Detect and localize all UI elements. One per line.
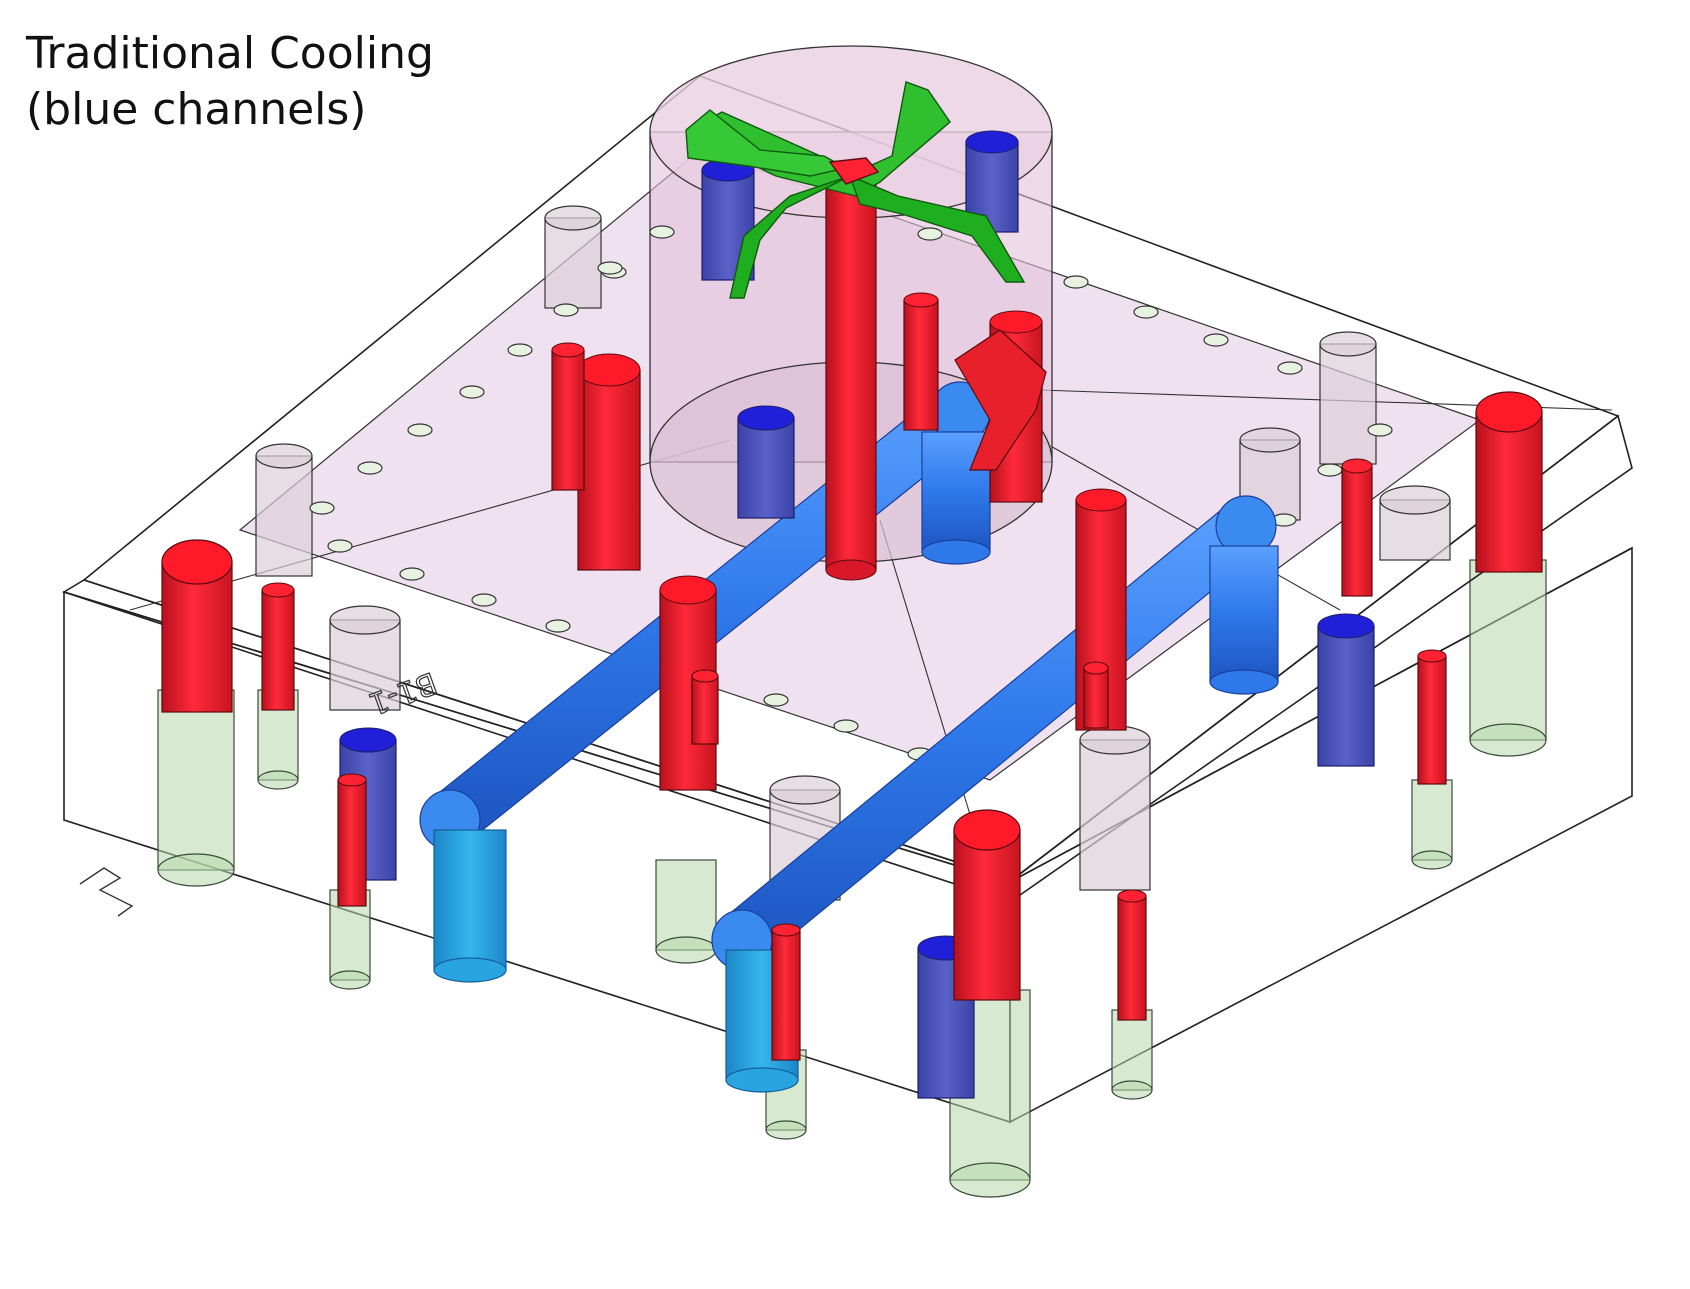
diagram-title: Traditional Cooling (blue channels) (26, 26, 434, 138)
title-line-1: Traditional Cooling (26, 28, 434, 79)
guide-bores (255, 205, 1451, 901)
cooling-plugs (339, 130, 1375, 1099)
sprue (825, 171, 877, 581)
ejector-pins (161, 292, 1543, 1061)
gate-runner (685, 81, 1026, 299)
cooling-channels (339, 130, 1375, 1099)
title-line-2: (blue channels) (26, 84, 367, 135)
cooling-drops (433, 431, 1279, 1093)
